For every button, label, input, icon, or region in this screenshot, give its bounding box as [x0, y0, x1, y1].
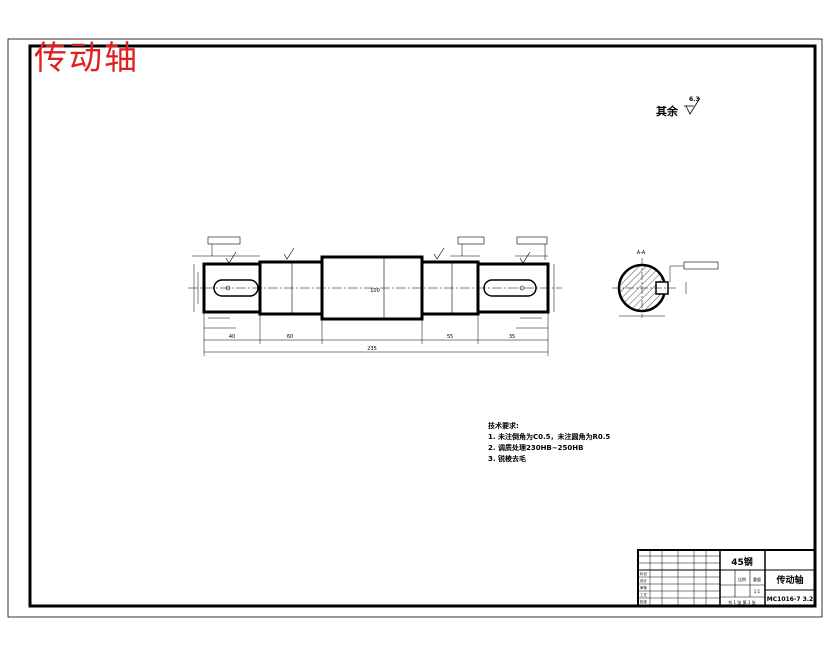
tolerance-frame — [457, 236, 485, 245]
dim-d3: 100 — [370, 288, 380, 294]
roughness-symbol — [283, 247, 295, 260]
title-part-name: 传动轴 — [775, 574, 803, 586]
title-row-label: 审核 — [640, 585, 648, 590]
inner-frame — [28, 44, 817, 608]
title-row-label: 标记 — [640, 571, 648, 576]
title-scale-value: 1:1 — [754, 589, 761, 594]
rough-label: 其余 — [656, 105, 678, 118]
tech-title: 技术要求: — [488, 422, 519, 430]
shaft-main-view — [188, 236, 562, 356]
title-weight-label: 重量 — [753, 576, 761, 582]
tech-item: 2. 调质处理230HB~250HB — [488, 444, 584, 452]
title-sheet-info: 共 1 张 第 1 张 — [728, 599, 755, 605]
outer-frame — [7, 38, 823, 618]
drawing-title: 传动轴 — [34, 38, 139, 77]
roughness-note-symbol — [684, 97, 701, 115]
keyway-left — [213, 279, 259, 297]
rough-value: 6.3 — [689, 96, 700, 103]
dim-d5: 35 — [509, 334, 515, 340]
center-mark — [225, 285, 231, 291]
title-material: 45钢 — [731, 556, 753, 568]
shaft-segment-right-end — [476, 262, 550, 314]
section-tolerance-frame — [683, 261, 719, 270]
section-view — [612, 258, 719, 318]
roughness-symbol — [519, 251, 531, 264]
dim-total: 235 — [367, 346, 377, 352]
tech-item: 1. 未注倒角为C0.5，未注圆角为R0.5 — [488, 433, 611, 441]
section-label: A-A — [637, 250, 646, 256]
center-mark — [519, 285, 525, 291]
title-block — [637, 549, 816, 607]
tolerance-frame — [207, 236, 241, 245]
roughness-symbol — [433, 247, 445, 260]
dim-d4: 55 — [447, 334, 453, 340]
title-scale-label: 比例 — [738, 576, 746, 582]
technical-requirements: 技术要求: 1. 未注倒角为C0.5，未注圆角为R0.5 2. 调质处理230H… — [488, 421, 610, 465]
dim-d2: 60 — [287, 334, 293, 340]
keyway-right — [483, 279, 537, 297]
title-row-label: 设计 — [640, 578, 648, 583]
title-drawing-no: MC1016-7 3.2 — [767, 596, 813, 603]
title-row-label: 批准 — [640, 599, 648, 604]
roughness-symbol — [225, 251, 237, 264]
dim-d1: 40 — [229, 334, 235, 340]
tech-item: 3. 锐棱去毛 — [488, 455, 526, 463]
tolerance-frame — [516, 236, 548, 245]
title-row-label: 工艺 — [640, 592, 648, 597]
